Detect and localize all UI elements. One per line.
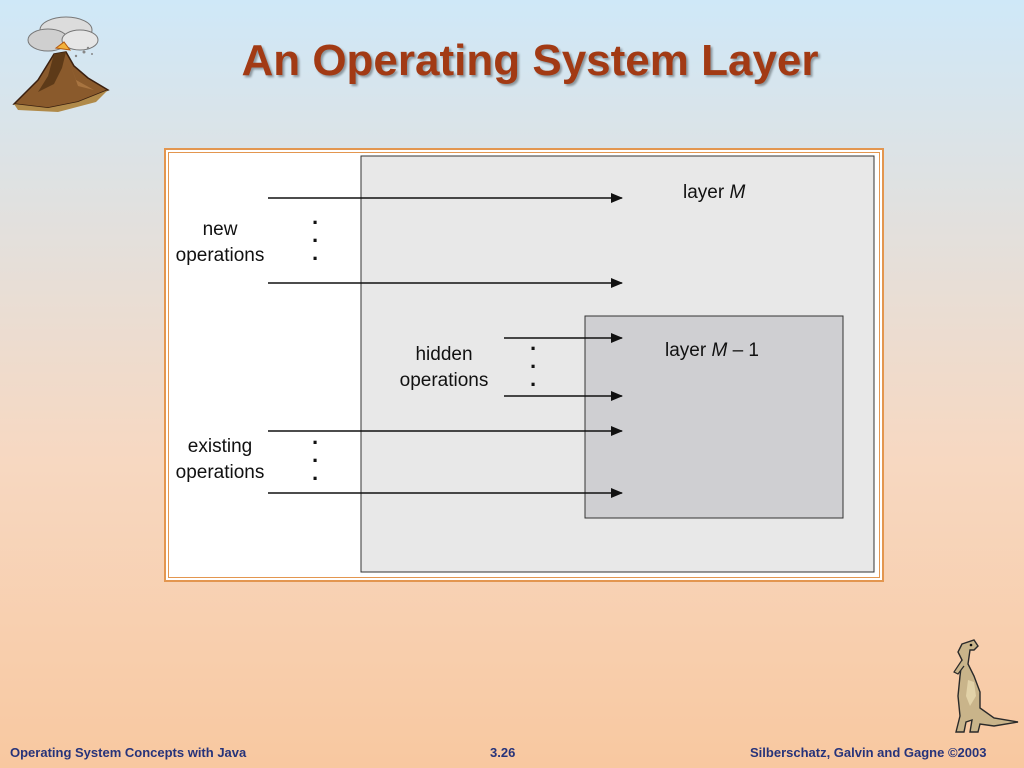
hidden-operations-line1: hidden [392,342,496,368]
existing-operations-label: existing operations [168,434,272,486]
layer-m-minus-1-label-var: M [711,340,727,361]
footer-book-title: Operating System Concepts with Java [10,745,246,760]
layer-m-minus-1-label: layer M – 1 [665,338,759,364]
hidden-operations-label: hidden operations [392,342,496,394]
footer-copyright: Silberschatz, Galvin and Gagne ©2003 [750,745,986,760]
existing-operations-line2: operations [168,460,272,486]
existing-ops-ellipsis: ··· [312,434,319,488]
new-ops-ellipsis: ··· [312,214,319,268]
footer-slide-number: 3.26 [490,745,515,760]
layer-m-label-var: M [729,182,745,203]
new-operations-line1: new [168,217,272,243]
hidden-operations-line2: operations [392,368,496,394]
layer-m-label: layer M [683,180,745,206]
layer-m-minus-1-label-suffix: – 1 [727,340,759,361]
dinosaur-icon [944,636,1020,734]
new-operations-line2: operations [168,243,272,269]
layer-diagram [166,150,882,580]
new-operations-label: new operations [168,217,272,269]
layer-m-label-text: layer [683,182,724,203]
existing-operations-line1: existing [168,434,272,460]
hidden-ops-ellipsis: ··· [530,340,537,394]
diagram-frame: layer M layer M – 1 new operations hidde… [164,148,884,582]
layer-m-minus-1-label-text: layer [665,340,706,361]
slide-title: An Operating System Layer [0,36,1024,86]
